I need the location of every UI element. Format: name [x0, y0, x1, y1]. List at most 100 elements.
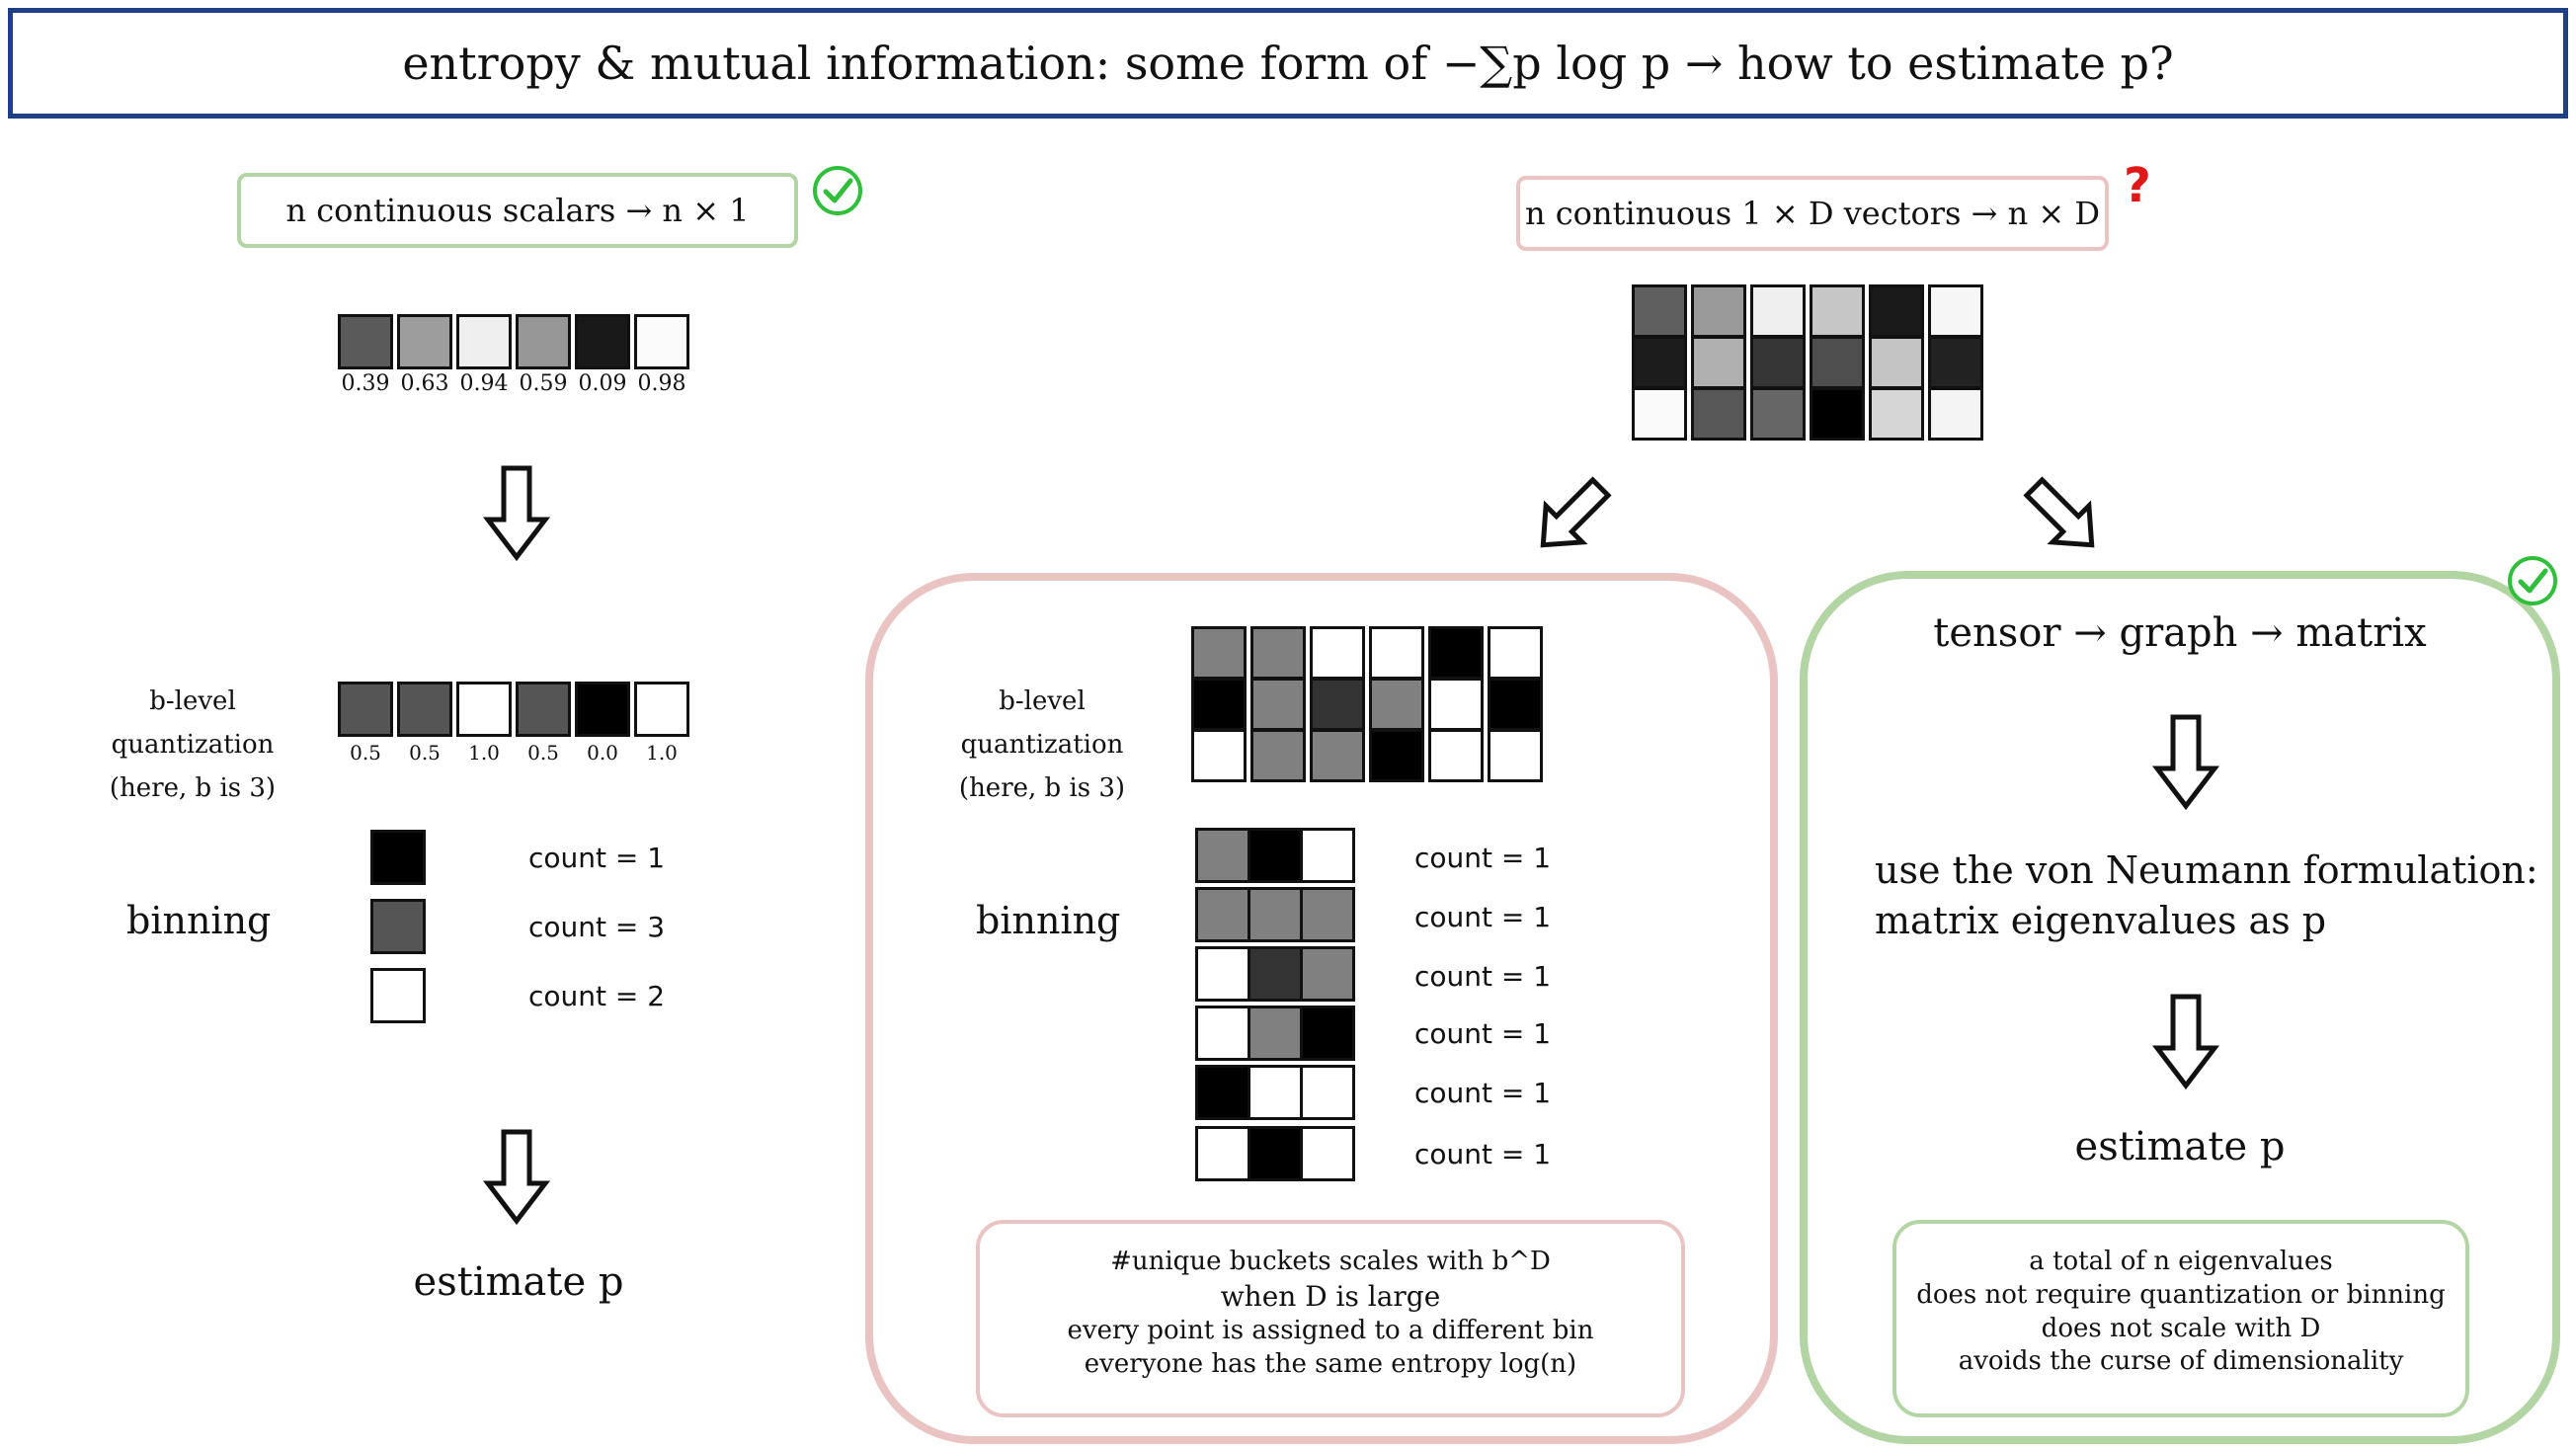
bin-count: count = 1 — [1414, 1138, 1552, 1170]
quant-label-line: b-level quantization — [111, 686, 275, 761]
note-line: a total of n eigenvalues — [2029, 1247, 2333, 1276]
bin-cell — [1195, 1006, 1250, 1061]
down-arrow-icon — [2151, 994, 2220, 1090]
title-box: entropy & mutual information: some form … — [8, 8, 2568, 119]
scalars-label-box: n continuous scalars → n × 1 — [237, 173, 798, 248]
note-line: does not require quantization or binning — [1916, 1279, 2446, 1310]
scalar-value: 0.94 — [459, 371, 509, 396]
bin-cell — [1300, 946, 1355, 1002]
vector-cell — [1928, 387, 1983, 441]
quant-label-line: (here, b is 3) — [109, 773, 277, 804]
vectors-label-box: n continuous 1 × D vectors → n × D — [1516, 176, 2109, 251]
vector-cell — [1928, 284, 1983, 338]
scalar-value: 0.59 — [519, 371, 568, 396]
formulation-line: matrix eigenvalues as p — [1875, 899, 2327, 943]
note-line: does not scale with D — [2041, 1313, 2321, 1343]
bin-count: count = 1 — [1414, 842, 1552, 874]
note-line: avoids the curse of dimensionality — [1958, 1346, 2404, 1377]
von-neumann-panel — [1800, 571, 2560, 1444]
formulation-line: use the von Neumann formulation: — [1875, 848, 2538, 892]
vector-cell — [1632, 336, 1687, 389]
diagonal-arrow-icon — [1540, 476, 1612, 548]
qvector-cell — [1310, 729, 1365, 782]
bin-cell — [1300, 1065, 1355, 1120]
bin-count: count = 2 — [528, 980, 666, 1012]
qvector-cell — [1428, 626, 1484, 680]
bin-swatch — [370, 830, 426, 885]
qvector-cell — [1191, 678, 1247, 731]
bin-cell — [1248, 828, 1303, 883]
scalar-cell — [456, 314, 512, 369]
quant-value: 0.5 — [409, 741, 441, 765]
tensor-graph-matrix: tensor → graph → matrix — [1933, 610, 2427, 656]
vector-cell — [1632, 284, 1687, 338]
vector-cell — [1691, 284, 1746, 338]
qvector-cell — [1310, 678, 1365, 731]
bin-count: count = 1 — [1414, 1077, 1552, 1109]
bin-cell — [1195, 887, 1250, 942]
formulation-text: use the von Neumann formulation: matrix … — [1875, 846, 2546, 947]
quant-label-left: b-level quantization (here, b is 3) — [69, 680, 316, 811]
scalar-value: 0.98 — [637, 371, 686, 396]
vector-cell — [1869, 336, 1924, 389]
bin-cell — [1248, 946, 1303, 1002]
bin-count: count = 1 — [1414, 960, 1552, 993]
vector-cell — [1869, 387, 1924, 441]
quant-cell — [456, 682, 512, 737]
bin-cell — [1248, 1006, 1303, 1061]
qvector-cell — [1428, 678, 1484, 731]
page-title: entropy & mutual information: some form … — [402, 37, 2174, 90]
bin-cell — [1300, 1126, 1355, 1181]
diagonal-arrow-icon — [2023, 476, 2095, 548]
qvector-cell — [1488, 678, 1543, 731]
quant-label-line: b-level quantization — [960, 686, 1124, 761]
note-line: every point is assigned to a different b… — [1067, 1316, 1594, 1346]
vector-cell — [1750, 284, 1806, 338]
note-line: when D is large — [1220, 1279, 1441, 1313]
qvector-cell — [1191, 626, 1247, 680]
qvector-cell — [1488, 729, 1543, 782]
bin-cell — [1248, 887, 1303, 942]
vector-cell — [1810, 284, 1865, 338]
vector-cell — [1750, 387, 1806, 441]
quant-cell — [397, 682, 452, 737]
quant-label-line: (here, b is 3) — [958, 773, 1126, 804]
qvector-cell — [1310, 626, 1365, 680]
vector-cell — [1810, 387, 1865, 441]
bin-swatch — [370, 899, 426, 954]
vectors-label: n continuous 1 × D vectors → n × D — [1524, 195, 2101, 232]
bin-cell — [1195, 1065, 1250, 1120]
scalar-cell — [397, 314, 452, 369]
bin-cell — [1300, 828, 1355, 883]
down-arrow-icon — [2151, 714, 2220, 811]
vector-cell — [1928, 336, 1983, 389]
qvector-cell — [1369, 678, 1424, 731]
quant-cell — [575, 682, 630, 737]
estimate-label-left: estimate p — [413, 1259, 624, 1305]
bin-count: count = 1 — [1414, 1017, 1552, 1050]
scalar-value: 0.39 — [341, 371, 390, 396]
quant-value: 0.5 — [350, 741, 381, 765]
qvector-cell — [1191, 729, 1247, 782]
bin-cell — [1195, 828, 1250, 883]
estimate-label-right: estimate p — [2074, 1124, 2286, 1169]
qvector-cell — [1428, 729, 1484, 782]
bin-cell — [1195, 946, 1250, 1002]
bin-cell — [1195, 1126, 1250, 1181]
vector-cell — [1810, 336, 1865, 389]
check-icon — [2508, 556, 2557, 605]
bin-swatch — [370, 968, 426, 1023]
bin-cell — [1300, 887, 1355, 942]
binning-note-box: #unique buckets scales with b^D when D i… — [976, 1220, 1685, 1417]
question-icon: ? — [2124, 158, 2151, 213]
scalar-cell — [575, 314, 630, 369]
von-neumann-note-box: a total of n eigenvalues does not requir… — [1892, 1220, 2469, 1417]
scalar-cell — [516, 314, 571, 369]
bin-count: count = 1 — [1414, 901, 1552, 933]
qvector-cell — [1488, 626, 1543, 680]
qvector-cell — [1250, 626, 1306, 680]
quant-cell — [634, 682, 689, 737]
vector-cell — [1691, 336, 1746, 389]
scalars-label: n continuous scalars → n × 1 — [285, 192, 750, 229]
vector-cell — [1632, 387, 1687, 441]
